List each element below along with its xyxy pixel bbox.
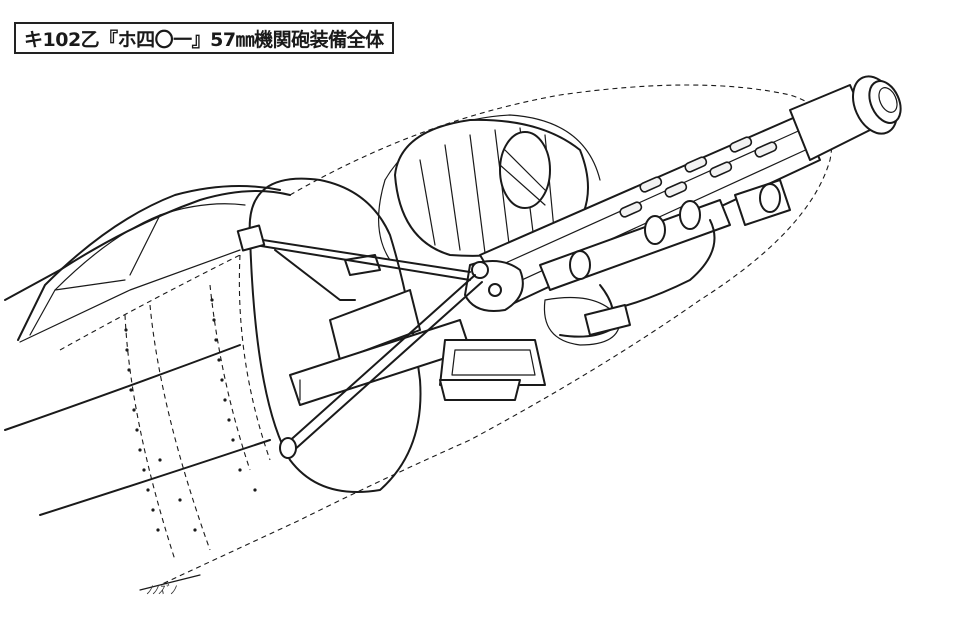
canopy (17, 185, 281, 343)
gun-mount (289, 260, 546, 406)
figure-caption: キ102乙『ホ四〇一』57㎜機関砲装備全体 (14, 22, 394, 54)
rivet-dots (124, 298, 257, 532)
support-struts (236, 224, 483, 459)
ammo-drum (394, 118, 589, 257)
artist-signature: ﾉﾉｽﾞﾉ (146, 583, 177, 597)
figure-caption-text: キ102乙『ホ四〇一』57㎜機関砲装備全体 (24, 28, 384, 51)
fuselage-outline (4, 84, 833, 591)
recoil-assembly (539, 179, 791, 338)
rivet-lines (59, 254, 271, 561)
